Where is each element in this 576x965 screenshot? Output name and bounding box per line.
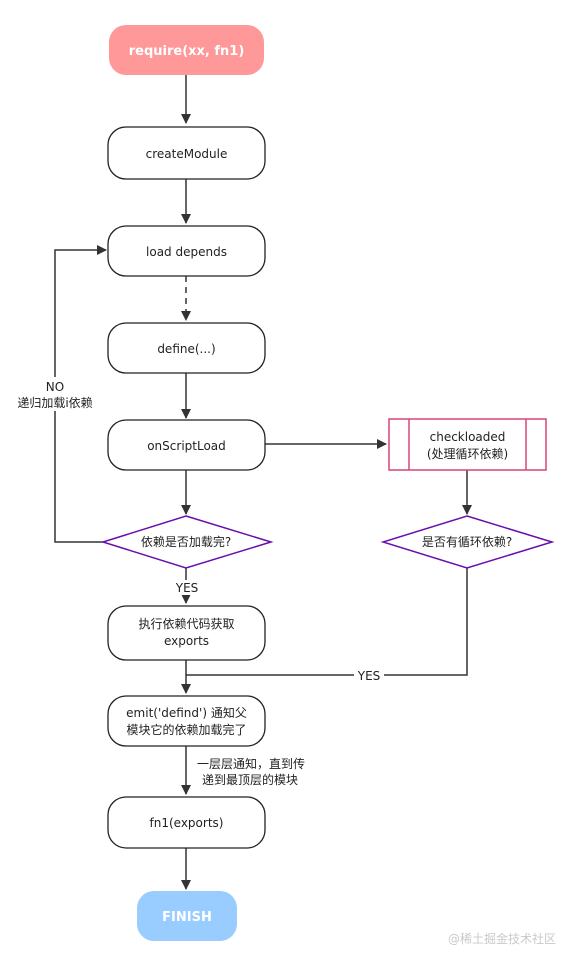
node-exec-deps: 执行依赖代码获取 exports — [107, 605, 266, 661]
node-create-module: createModule — [107, 126, 266, 180]
edge-label-notify-up-line2: 递到最顶层的模块 — [202, 772, 298, 787]
edge-label-no-line1: NO — [46, 380, 64, 394]
node-exec-deps-label-line1: 执行依赖代码获取 — [138, 616, 234, 631]
node-create-module-label: createModule — [146, 147, 228, 161]
node-circular-decision-label: 是否有循环依赖? — [422, 534, 512, 549]
node-finish-label: FINISH — [162, 910, 212, 925]
edge-label-no-line2: 递归加载i依赖 — [17, 395, 92, 410]
node-start: require(xx, fn1) — [109, 25, 264, 75]
node-finish: FINISH — [137, 891, 237, 941]
node-define: define(...) — [107, 322, 266, 374]
node-fn1-exports: fn1(exports) — [107, 796, 266, 849]
node-circular-decision: 是否有循环依赖? — [380, 515, 555, 569]
node-emit-defined-label-line2: 模块它的依赖加载完了 — [126, 722, 246, 737]
edge-label-notify-up: 一层层通知，直到传 递到最顶层的模块 — [197, 756, 305, 787]
node-deps-loaded-decision-label: 依赖是否加载完? — [141, 534, 231, 549]
node-on-script-load-label: onScriptLoad — [147, 439, 226, 453]
edge-label-yes-circular: YES — [354, 668, 384, 683]
watermark: @稀土掘金技术社区 — [448, 931, 556, 946]
edge-label-no: NO 递归加载i依赖 — [12, 377, 100, 411]
edge-label-notify-up-line1: 一层层通知，直到传 — [197, 756, 305, 771]
node-check-loaded-label-line2: (处理循环依赖) — [427, 446, 508, 461]
node-on-script-load: onScriptLoad — [107, 419, 266, 471]
node-load-depends: load depends — [107, 225, 266, 277]
edge-label-yes-deps-text: YES — [175, 581, 199, 595]
node-define-label: define(...) — [157, 342, 215, 356]
node-fn1-exports-label: fn1(exports) — [150, 816, 224, 830]
node-emit-defined: emit('defind') 通知父 模块它的依赖加载完了 — [107, 695, 266, 747]
node-emit-defined-label-line1: emit('defind') 通知父 — [126, 706, 247, 720]
node-load-depends-label: load depends — [146, 245, 227, 259]
node-check-loaded-label-line1: checkloaded — [430, 430, 506, 444]
node-check-loaded: checkloaded (处理循环依赖) — [388, 418, 547, 471]
node-start-label: require(xx, fn1) — [129, 44, 245, 59]
node-deps-loaded-decision: 依赖是否加载完? — [100, 515, 274, 569]
node-exec-deps-label-line2: exports — [164, 634, 209, 648]
edge-circular-yes-to-emit — [186, 568, 468, 676]
edge-label-yes-circular-text: YES — [357, 669, 381, 683]
edge-label-yes-deps: YES — [172, 580, 202, 595]
